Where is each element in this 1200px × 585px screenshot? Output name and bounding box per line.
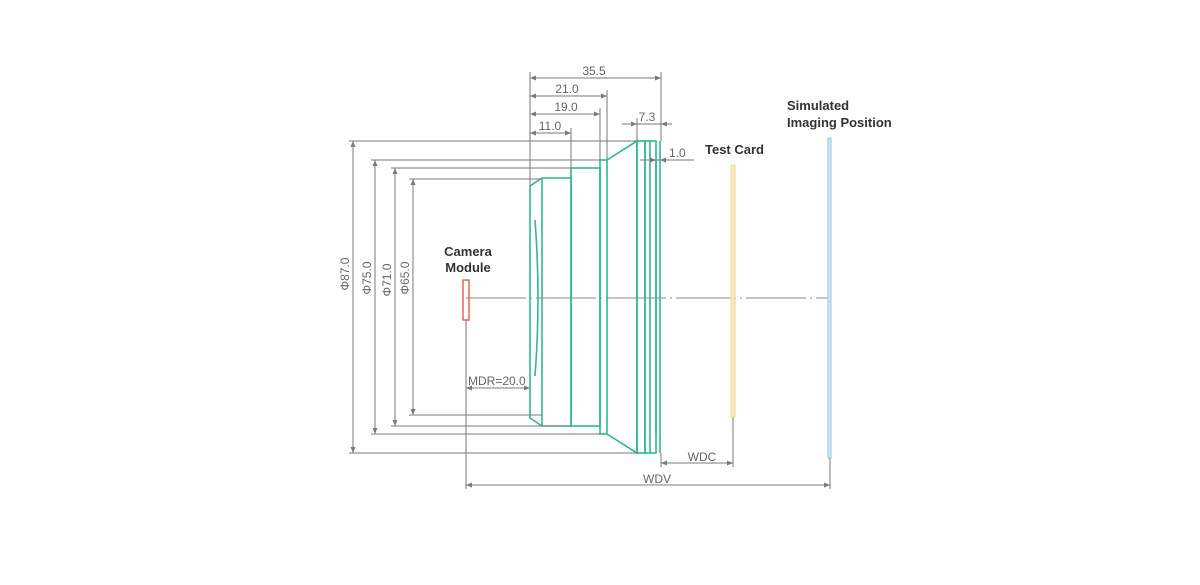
camera-module-label-2: Module	[445, 260, 491, 275]
dim-phi-71: Φ71.0	[380, 263, 394, 296]
imaging-plane-rect	[827, 137, 832, 459]
dim-11-0: 11.0	[539, 119, 562, 133]
dim-19-0: 19.0	[554, 100, 578, 114]
dim-wdv: WDV	[643, 472, 671, 486]
dim-21-0: 21.0	[555, 82, 579, 96]
lens-body	[529, 139, 661, 455]
diameter-dimensions: Φ87.0 Φ75.0 Φ71.0 Φ65.0	[338, 140, 637, 454]
dim-phi-65: Φ65.0	[398, 261, 412, 294]
dim-phi-75: Φ75.0	[360, 261, 374, 294]
simulated-imaging-label-2: Imaging Position	[787, 115, 892, 130]
simulated-imaging-label-1: Simulated	[787, 98, 849, 113]
dim-7-3: 7.3	[639, 110, 656, 124]
test-card-rect	[730, 164, 736, 418]
test-card-label: Test Card	[705, 142, 764, 157]
dim-1-0: 1.0	[669, 146, 686, 160]
working-distance-dimensions: MDR=20.0 WDC WDV	[465, 320, 831, 489]
length-dimensions: 35.5 21.0 19.0 11.0 7.3 1.0	[529, 64, 694, 186]
dim-phi-87: Φ87.0	[338, 257, 352, 290]
dim-wdc: WDC	[688, 450, 717, 464]
camera-module-rect	[462, 279, 470, 321]
dim-35-5: 35.5	[582, 64, 606, 78]
dim-mdr: MDR=20.0	[468, 374, 526, 388]
camera-module-label-1: Camera	[444, 244, 492, 259]
